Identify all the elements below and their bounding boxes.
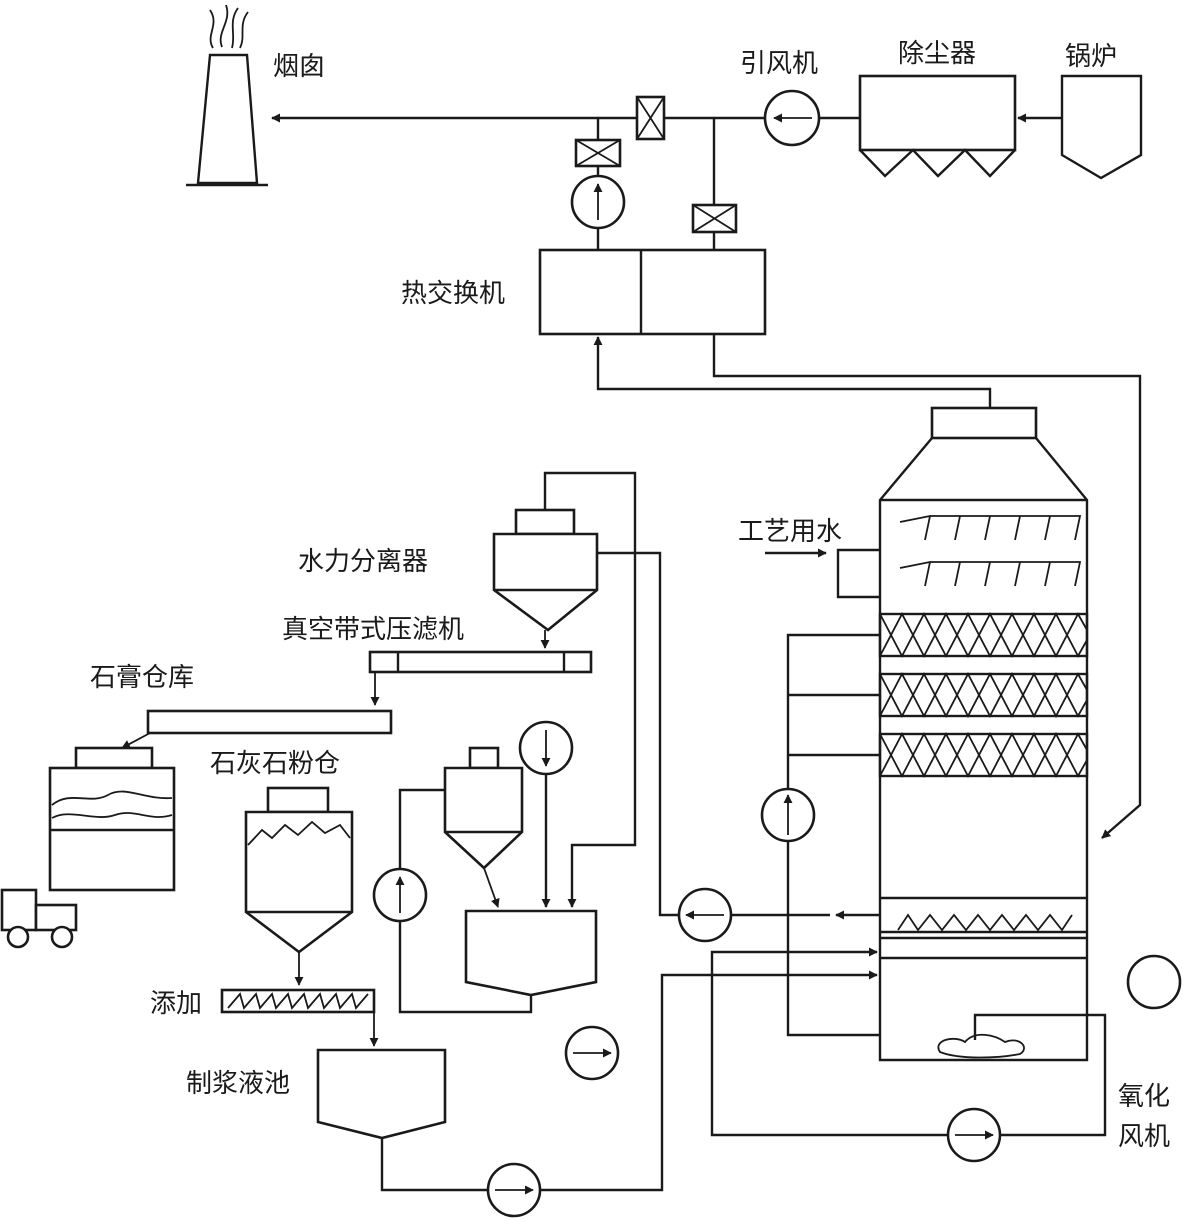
- hx-to-absorber-line: [712, 334, 1142, 839]
- limestone-silo-icon: [244, 786, 354, 954]
- boiler-icon: [1060, 74, 1143, 180]
- oxidation-fan-label-1: 氧化: [1118, 1082, 1170, 1112]
- heat-exchanger-icon: [538, 248, 767, 336]
- absorber-to-hx-line: [593, 336, 992, 408]
- gypsum-storage-icon: [48, 746, 176, 892]
- additive-label: 添加: [150, 989, 202, 1019]
- gypsum-storage-label: 石膏仓库: [90, 663, 194, 693]
- hydrocyclone-icon: [492, 508, 599, 649]
- slurry-tank-icon: [316, 1048, 447, 1140]
- return-loop-line: [398, 788, 533, 1014]
- slurry-tank-label: 制浆液池: [186, 1069, 290, 1099]
- absorber-tower-icon: [878, 406, 1089, 1062]
- process-water-label: 工艺用水: [738, 517, 842, 547]
- oxidation-loop-line: [710, 947, 948, 1137]
- vacuum-belt-filter-label: 真空带式压滤机: [282, 615, 464, 645]
- thickener-tank-icon: [464, 909, 598, 997]
- boiler-label: 锅炉: [1065, 42, 1117, 72]
- id-fan-icon: [763, 89, 821, 147]
- limestone-silo-label: 石灰石粉仓: [210, 749, 340, 779]
- oxidation-air-line: [973, 1013, 1107, 1137]
- oxidation-pump-icon: [946, 1107, 1002, 1163]
- screw-feeder-icon: [220, 988, 376, 1014]
- dust-collector-label: 除尘器: [898, 39, 976, 69]
- oxidation-fan-label-2: 风机: [1118, 1122, 1170, 1152]
- hydrocyclone-label: 水力分离器: [298, 547, 428, 577]
- slurry-feed-line: [380, 1138, 488, 1192]
- booster-fan-icon: [570, 174, 626, 230]
- chimney-icon: [186, 4, 268, 187]
- slurry-feed-pump-icon: [486, 1162, 542, 1218]
- spare-pump-icon: [564, 1025, 620, 1081]
- gypsum-conveyor-icon: [146, 709, 393, 735]
- slurry-to-absorber-line: [540, 970, 878, 1192]
- cyclone-overflow-line: [543, 471, 637, 908]
- wastewater-cyclone-icon: [443, 746, 524, 870]
- hx-return-damper-icon: [574, 138, 622, 168]
- truck-icon: [0, 888, 78, 949]
- bleed-pump-icon: [677, 887, 733, 943]
- heat-exchanger-label: 热交换机: [401, 279, 505, 309]
- water-supply-pump-icon: [518, 720, 574, 776]
- return-pump-icon: [372, 867, 428, 923]
- bypass-damper-icon: [635, 95, 666, 141]
- recirculation-pump-icon: [760, 787, 816, 843]
- dust-collector-icon: [858, 74, 1017, 178]
- id-fan-label: 引风机: [740, 49, 818, 79]
- bleed-to-cyclone-line: [597, 551, 679, 917]
- process-water-bracket: [836, 548, 880, 599]
- vacuum-belt-filter-icon: [368, 650, 593, 674]
- chimney-label: 烟囱: [273, 52, 325, 82]
- oxidation-fan-icon: [1126, 954, 1182, 1010]
- hx-inlet-damper-icon: [691, 203, 738, 234]
